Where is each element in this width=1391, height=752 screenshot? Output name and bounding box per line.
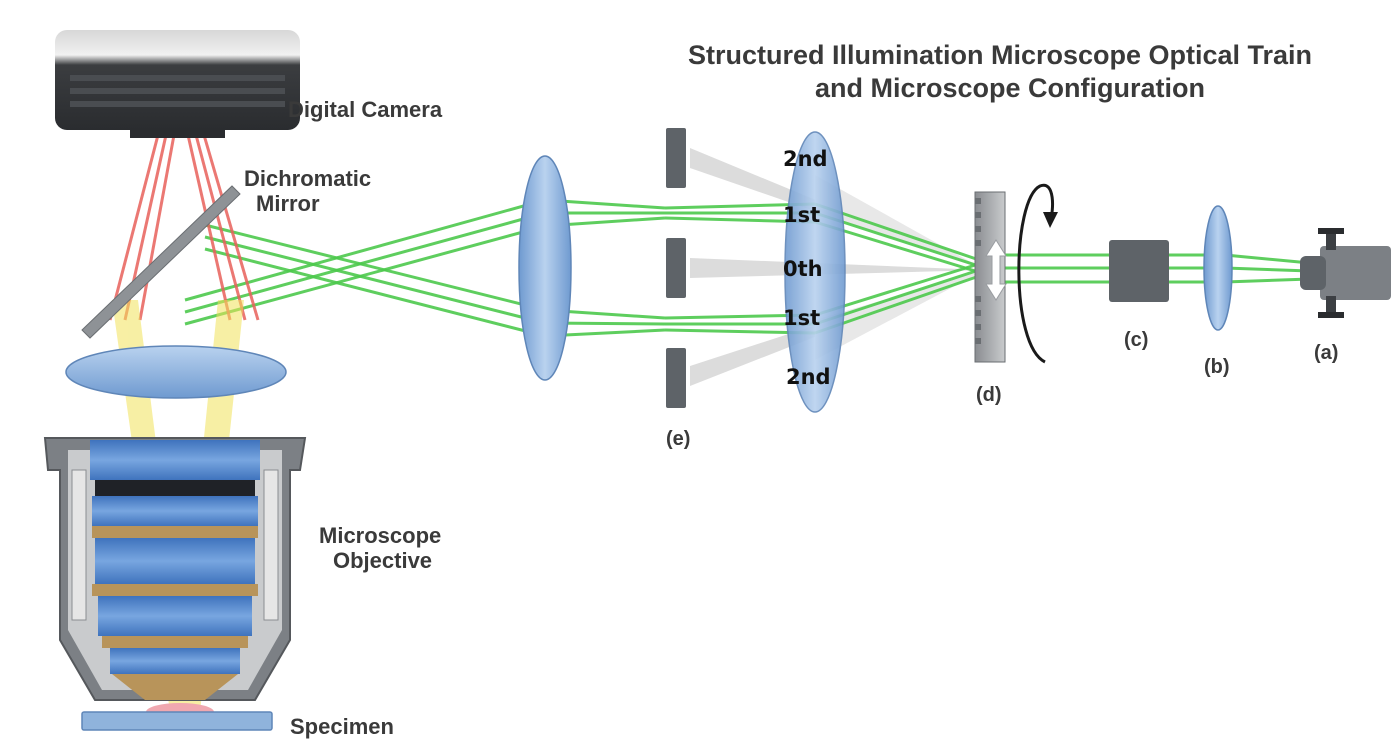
tag-b: (b)	[1204, 356, 1230, 378]
order-label-top-2nd: 2nd	[783, 147, 828, 171]
tag-a: (a)	[1314, 342, 1338, 364]
order-label-0th: 0th	[783, 257, 823, 281]
specimen-slide	[81, 703, 273, 731]
grating-rotation-arrow-icon	[1017, 183, 1058, 364]
dichromatic-mirror	[81, 185, 241, 339]
tube-lens	[65, 345, 287, 399]
order-selection-mask	[666, 128, 686, 408]
order-label-bottom-2nd: 2nd	[786, 365, 831, 389]
specimen-label: Specimen	[290, 714, 394, 739]
emission-beams	[108, 134, 260, 321]
microscope-objective	[43, 437, 307, 701]
microscope-objective-label-line2: Objective	[333, 548, 432, 573]
focusing-lens	[784, 131, 846, 413]
tag-e: (e)	[666, 428, 690, 450]
dichromatic-mirror-label-line1: Dichromatic	[244, 166, 371, 191]
diffraction-grating	[974, 191, 1007, 363]
microscope-objective-label-line1: Microscope	[319, 523, 441, 548]
beam-conditioning-element	[1109, 240, 1169, 302]
diagram-title-line2: and Microscope Configuration	[815, 73, 1205, 103]
dichromatic-mirror-label-line2: Mirror	[256, 191, 320, 216]
relay-lens	[518, 155, 572, 381]
tag-d: (d)	[976, 384, 1002, 406]
diagram-title-line1: Structured Illumination Microscope Optic…	[688, 40, 1312, 70]
tag-c: (c)	[1124, 329, 1148, 351]
collimating-lens	[1203, 205, 1233, 331]
grating-shift-arrow-icon	[985, 239, 1007, 301]
laser-fiber-source	[1300, 228, 1391, 318]
order-label-bottom-1st: 1st	[783, 306, 820, 330]
order-label-top-1st: 1st	[783, 203, 820, 227]
digital-camera	[55, 30, 300, 138]
digital-camera-label: Digital Camera	[288, 97, 443, 122]
